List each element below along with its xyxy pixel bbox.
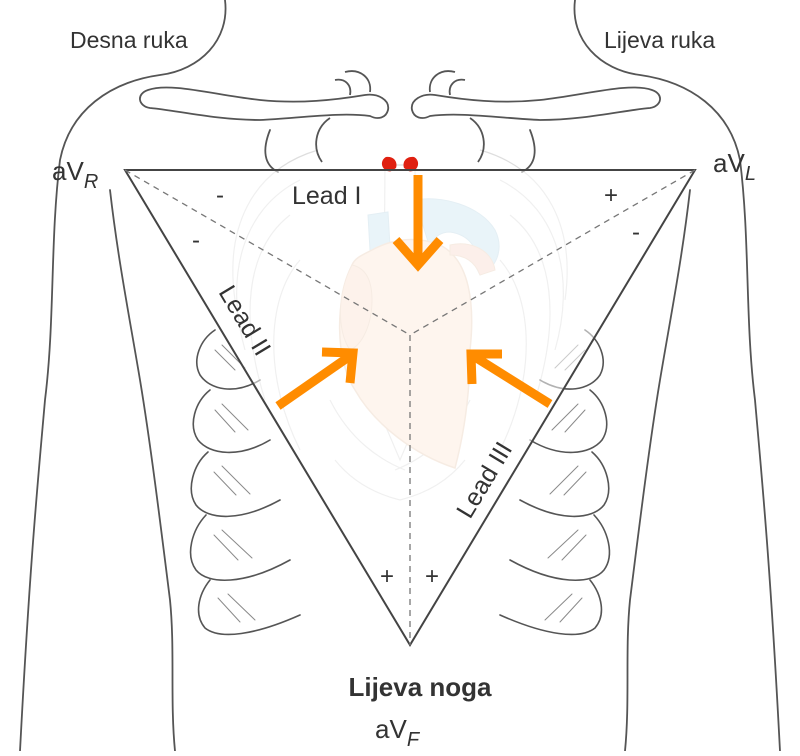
svg-text:aVF: aVF (375, 714, 421, 751)
avf-subscript: F (407, 729, 421, 751)
svg-text:aVL: aVL (713, 148, 756, 185)
einthoven-triangle (125, 170, 695, 645)
manubrium (316, 118, 484, 162)
avr-electrode-label: aVR (52, 156, 98, 193)
lead3-negative-sign: - (632, 219, 640, 246)
lead2-negative-sign: - (192, 227, 200, 254)
lead2-positive-sign: + (380, 563, 394, 590)
avl-main: aV (713, 148, 745, 178)
triangle-fill (125, 170, 695, 645)
avl-subscript: L (745, 163, 756, 185)
lead1-negative-sign: - (216, 182, 224, 209)
lead1-label: Lead I (292, 182, 362, 210)
avr-subscript: R (84, 171, 98, 193)
neck-notch-left (265, 130, 278, 172)
left-arm-inner (110, 190, 175, 751)
avf-main: aV (375, 714, 407, 744)
clavicles (140, 71, 660, 162)
right-arm-inner (625, 190, 690, 751)
lead1-positive-sign: + (604, 182, 618, 209)
avr-main: aV (52, 156, 84, 186)
left-scapula-hook (430, 71, 465, 95)
right-arm-label: Desna ruka (70, 27, 188, 53)
left-arm-label: Lijeva ruka (604, 27, 715, 53)
lead3-positive-sign: + (425, 563, 439, 590)
right-scapula-hook (335, 71, 370, 95)
svg-text:aVR: aVR (52, 156, 98, 193)
neck-notch-right (522, 130, 535, 172)
left-leg-label: Lijeva noga (348, 672, 492, 702)
avl-electrode-label: aVL (713, 148, 756, 185)
avf-electrode-label: aVF (375, 714, 421, 751)
